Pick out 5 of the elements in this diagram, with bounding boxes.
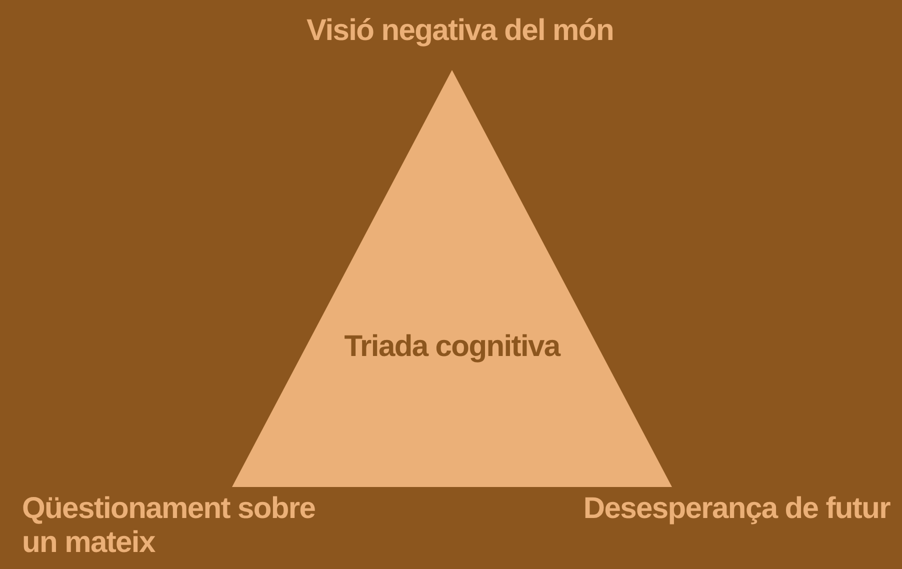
vertex-label: Desesperança de futur xyxy=(583,492,890,526)
vertex-label: Qüestionament sobre un mateix xyxy=(22,492,316,560)
triangle xyxy=(232,70,672,487)
triangle-label: Triada cognitiva xyxy=(344,330,560,364)
vertex-label: Visió negativa del món xyxy=(306,14,614,48)
